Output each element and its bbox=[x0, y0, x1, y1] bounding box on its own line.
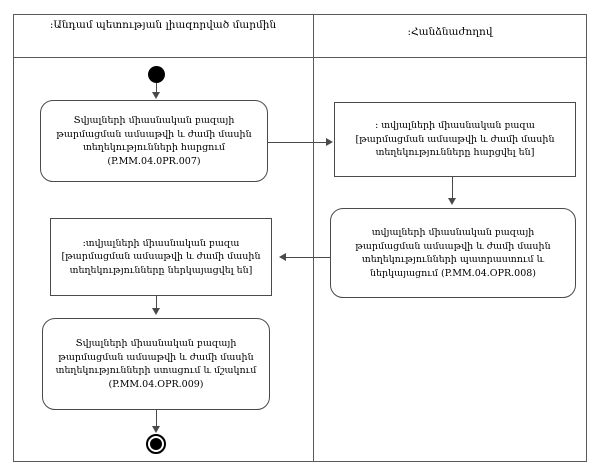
final-node-core bbox=[150, 438, 162, 450]
arrowhead-initial-to-request bbox=[152, 92, 160, 99]
object-db-info-queried-label: : տվյալների միասնական բազա [թարմացման ամ… bbox=[355, 120, 555, 159]
swimlane-title-commission: :Հանձնաժողով bbox=[407, 26, 493, 38]
initial-node bbox=[148, 66, 165, 83]
edge-queried-to-prepare bbox=[452, 177, 453, 199]
arrowhead-request-to-queried bbox=[326, 138, 333, 146]
object-db-info-presented[interactable]: :տվյալների միասնական բազա [թարմացման ամս… bbox=[50, 218, 272, 296]
swimlane-header-divider bbox=[13, 57, 587, 58]
activity-request-label: Տվյալների միասնական բազայի թարմացման ամս… bbox=[56, 115, 252, 167]
edge-initial-to-request bbox=[156, 83, 157, 93]
activity-receive-and-process[interactable]: Տվյալների միասնական բազայի թարմացման ամս… bbox=[42, 318, 270, 410]
swimlane-title-member-state: :Անդամ պետության լիազորված մարմին bbox=[49, 19, 277, 31]
edge-request-to-queried bbox=[268, 142, 326, 143]
arrowhead-presented-to-receive bbox=[152, 308, 160, 315]
arrowhead-queried-to-prepare bbox=[448, 198, 456, 205]
activity-prepare-and-present[interactable]: տվյալների միասնական բազայի թարմացման ամս… bbox=[330, 208, 576, 298]
swimlane-vertical-divider bbox=[313, 14, 314, 462]
activity-request-update-info[interactable]: Տվյալների միասնական բազայի թարմացման ամս… bbox=[40, 100, 268, 182]
arrowhead-receive-to-final bbox=[152, 426, 160, 433]
activity-prepare-label: տվյալների միասնական բազայի թարմացման ամս… bbox=[355, 227, 551, 279]
edge-presented-to-receive bbox=[156, 296, 157, 309]
object-db-info-presented-label: :տվյալների միասնական բազա [թարմացման ամս… bbox=[61, 237, 261, 276]
edge-prepare-to-presented bbox=[286, 257, 330, 258]
swimlane-frame bbox=[13, 14, 587, 462]
edge-receive-to-final bbox=[156, 410, 157, 427]
object-db-info-queried[interactable]: : տվյալների միասնական բազա [թարմացման ամ… bbox=[334, 102, 576, 177]
activity-receive-label: Տվյալների միասնական բազայի թարմացման ամս… bbox=[55, 338, 257, 390]
arrowhead-prepare-to-presented bbox=[279, 253, 286, 261]
